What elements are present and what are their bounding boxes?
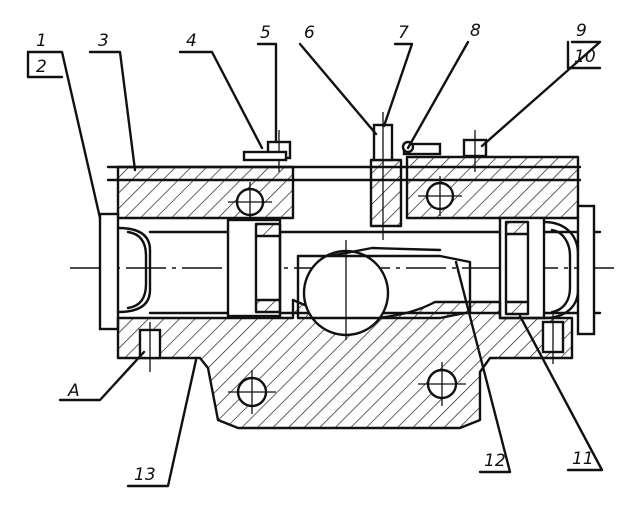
- plug-right: [541, 314, 565, 364]
- callout-3: 3: [98, 31, 109, 51]
- cover-bolt-left: [228, 182, 272, 222]
- callout-9: 9: [576, 21, 587, 41]
- callout-13: 13: [134, 465, 156, 485]
- right-bearing: [498, 216, 546, 320]
- center-key: [369, 112, 403, 240]
- top-cover-left: [116, 165, 295, 220]
- callout-A: A: [67, 381, 80, 401]
- callout-11: 11: [572, 449, 594, 469]
- callout-labels: 1 2 3 4 5 6 7 8 9 10 A 13 12 11: [36, 21, 596, 485]
- screw-part-9: [462, 130, 488, 172]
- callout-6: 6: [304, 23, 315, 43]
- screw-part-5: [242, 130, 292, 172]
- left-end-cap: [98, 212, 152, 331]
- callout-2: 2: [36, 57, 47, 77]
- callout-7: 7: [398, 23, 409, 43]
- housing-bolt-right: [418, 362, 466, 406]
- callout-12: 12: [484, 451, 506, 471]
- leader-lines: [26, 40, 604, 488]
- cover-bolt-right: [418, 176, 462, 216]
- callout-4: 4: [186, 31, 197, 51]
- housing-bolt-left: [228, 370, 276, 414]
- left-bearing: [226, 218, 282, 318]
- callout-5: 5: [260, 23, 271, 43]
- right-end-cap: [542, 204, 596, 336]
- callout-1: 1: [36, 31, 47, 51]
- plug-left: [138, 322, 162, 372]
- callout-10: 10: [574, 47, 596, 67]
- callout-8: 8: [470, 21, 481, 41]
